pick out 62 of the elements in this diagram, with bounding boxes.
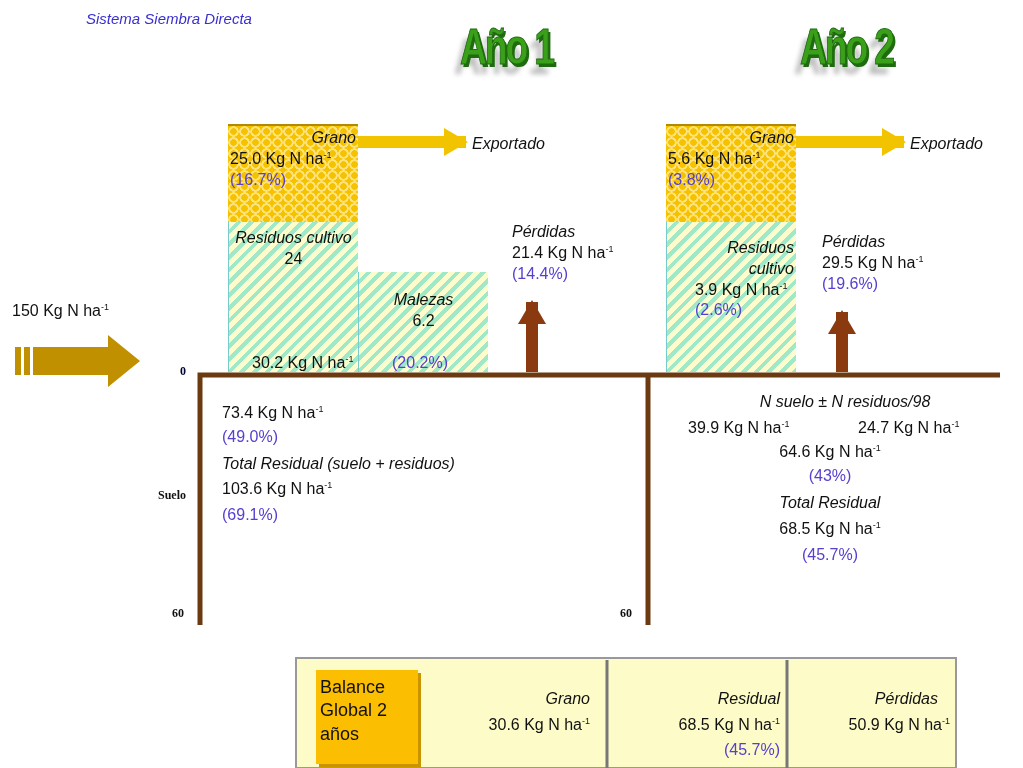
value-text: 103.6 Kg N ha$^{-1}$ — [222, 480, 333, 498]
grain-block — [228, 124, 358, 222]
value-text: 29.5 Kg N ha$^{-1}$ — [822, 252, 925, 273]
value-text: 24 — [283, 248, 304, 269]
heading-text: Total Residual — [778, 494, 882, 512]
heading-text: Residuos cultivo — [234, 228, 353, 248]
diagram-title: Sistema Siembra Directa — [86, 10, 252, 27]
value-text: 25.0 Kg N ha$^{-1}$ — [230, 148, 333, 169]
year-heading: Año 2 — [800, 18, 893, 76]
percent-text: (19.6%) — [822, 273, 880, 294]
value-text: 30.2 Kg N ha$^{-1}$ — [252, 354, 354, 372]
heading-text: Pérdidas — [512, 222, 577, 242]
value-text: 64.6 Kg N ha$^{-1}$ — [778, 443, 882, 461]
percent-text: (16.7%) — [230, 169, 288, 190]
arrow — [828, 310, 856, 372]
heading-text: Grano — [310, 128, 356, 148]
input-value: 150 Kg N ha$^{-1}$ — [12, 302, 109, 320]
percent-text: (69.1%) — [222, 506, 279, 524]
heading-text: N suelo ± N residuos/98 — [758, 393, 932, 411]
percent-text: (14.4%) — [512, 263, 570, 284]
residue-block — [358, 272, 488, 372]
heading-text: Exportado — [910, 134, 984, 154]
heading-text: Pérdidas — [822, 232, 887, 252]
value-text: 39.9 Kg N ha$^{-1}$ — [688, 419, 790, 437]
value-text: 68.5 Kg N ha$^{-1}$ — [778, 520, 882, 538]
axis-tick: 60 — [172, 606, 184, 621]
value-text: 21.4 Kg N ha$^{-1}$ — [512, 242, 615, 263]
percent-text: (45.7%) — [801, 546, 859, 564]
value-text: 3.9 Kg N ha$^{-1}$ — [695, 279, 789, 300]
year-heading: Año 1 — [460, 18, 553, 76]
grain-block — [666, 124, 796, 222]
percent-text: (2.6%) — [695, 300, 744, 321]
arrow — [358, 128, 468, 156]
box-label: Balance Global 2 años — [320, 676, 389, 746]
percent-text: (49.0%) — [222, 428, 279, 446]
column-heading: Grano — [544, 690, 590, 708]
heading-text: Total Residual (suelo + residuos) — [222, 455, 455, 473]
residue-block — [666, 222, 796, 372]
arrow — [518, 300, 546, 372]
value-text: 5.6 Kg N ha$^{-1}$ — [668, 148, 762, 169]
axis-tick: 60 — [620, 606, 632, 621]
value-text: 73.4 Kg N ha$^{-1}$ — [222, 404, 324, 422]
heading-text: Malezas — [392, 290, 455, 310]
percent-text: (43%) — [807, 467, 853, 485]
summary-label-box — [316, 670, 418, 764]
percent-text: (20.2%) — [392, 354, 449, 372]
heading-text: Exportado — [472, 134, 546, 154]
percent-text: (3.8%) — [668, 169, 717, 190]
column-heading: Residual — [716, 690, 780, 708]
value-text: 68.5 Kg N ha$^{-1}$ — [677, 716, 780, 734]
value-text: 50.9 Kg N ha$^{-1}$ — [847, 716, 950, 734]
axis-label: Suelo — [158, 488, 186, 503]
axis-tick: 0 — [180, 364, 186, 379]
percent-text: (45.7%) — [722, 741, 780, 759]
value-text: 6.2 — [411, 310, 436, 331]
value-text: 30.6 Kg N ha$^{-1}$ — [487, 716, 590, 734]
residue-block — [228, 222, 358, 372]
heading-text: Residuos cultivo — [726, 238, 794, 279]
value-text: 24.7 Kg N ha$^{-1}$ — [858, 419, 960, 437]
arrow — [796, 128, 906, 156]
heading-text: Grano — [748, 128, 794, 148]
column-heading: Pérdidas — [873, 690, 938, 708]
